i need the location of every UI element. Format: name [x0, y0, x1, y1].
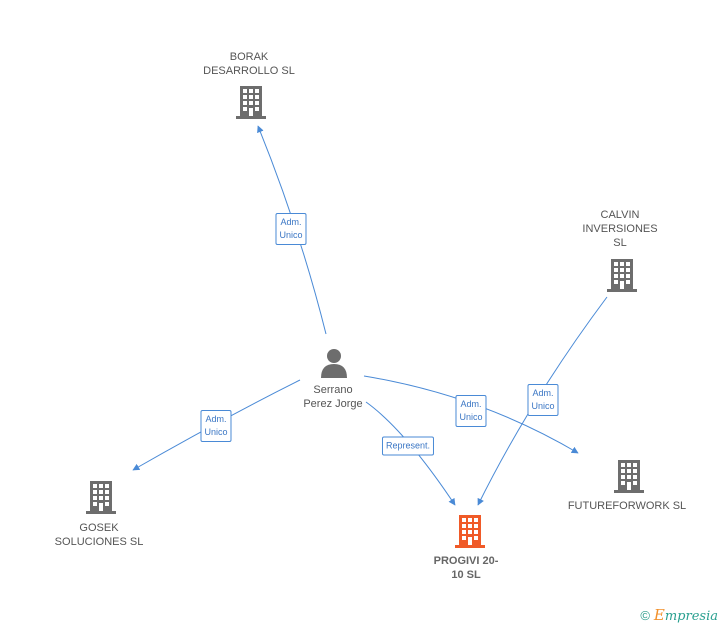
edge-label-serrano-gosek: Adm. Unico — [200, 410, 232, 442]
person-icon[interactable] — [321, 349, 347, 378]
futureforwork-building-icon[interactable] — [614, 460, 644, 493]
gosek-building-icon[interactable] — [86, 481, 116, 514]
brand-logo: Empresia — [653, 606, 718, 624]
serrano-label[interactable]: Serrano Perez Jorge — [303, 384, 363, 410]
futureforwork-label[interactable]: FUTUREFORWORK SL — [567, 500, 687, 512]
copyright-icon: © — [640, 607, 650, 623]
borak-building-icon[interactable] — [236, 86, 266, 119]
edge-label-serrano-progivi: Represent. — [381, 436, 435, 456]
calvin-label[interactable]: CALVIN INVERSIONES SL — [582, 209, 658, 249]
progivi-building-icon[interactable] — [455, 515, 485, 548]
footer-brand: © Empresia — [640, 606, 718, 624]
edge-label-calvin-progivi: Adm. Unico — [527, 384, 559, 416]
borak-label[interactable]: BORAK DESARROLLO SL — [203, 51, 295, 77]
calvin-building-icon[interactable] — [607, 259, 637, 292]
gosek-label[interactable]: GOSEK SOLUCIONES SL — [54, 522, 144, 548]
edge-label-serrano-future: Adm. Unico — [455, 395, 487, 427]
edge-label-serrano-borak: Adm. Unico — [275, 213, 307, 245]
progivi-label[interactable]: PROGIVI 20- 10 SL — [433, 555, 499, 581]
